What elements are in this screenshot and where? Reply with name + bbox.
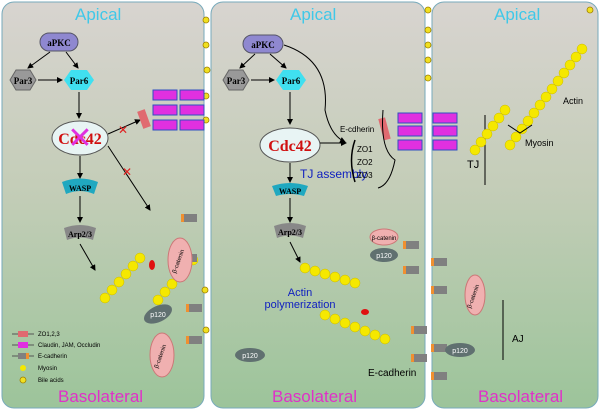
svg-text:Par3: Par3: [14, 76, 33, 86]
svg-text:Par6: Par6: [70, 76, 89, 86]
svg-text:β-catenin: β-catenin: [372, 236, 397, 242]
tj-assembly-label: TJ assembly: [300, 167, 367, 181]
svg-text:Actin: Actin: [563, 96, 583, 106]
svg-text:Actin: Actin: [288, 287, 312, 299]
p120: [143, 304, 173, 324]
claudin-icon: [12, 342, 34, 348]
apkc-node: [39, 32, 79, 52]
svg-text:E-cadherin: E-cadherin: [38, 354, 67, 360]
cell-panel-left: [1, 1, 205, 409]
svg-text:WASP: WASP: [69, 184, 91, 193]
svg-text:ZO1: ZO1: [357, 145, 373, 154]
p120: [370, 248, 398, 262]
middle-pathway: aPKC Par3 Par6 Cdc42 TJ assembly WASP Ar…: [222, 34, 458, 380]
svg-text:AJ: AJ: [512, 334, 524, 345]
wasp-node: [62, 178, 98, 194]
legend: ZO1,2,3 Claudin, JAM, Occludin E-cadheri…: [12, 331, 100, 384]
right-pathway: TJ Actin Myosin AJ β-catenin p120: [445, 43, 588, 360]
beta-catenin: [167, 237, 193, 283]
svg-text:Myosin: Myosin: [38, 366, 57, 372]
svg-text:E-cadherin: E-cadherin: [368, 368, 416, 379]
svg-text:p120: p120: [150, 312, 166, 319]
svg-text:Cdc42: Cdc42: [58, 131, 102, 148]
svg-text:✕: ✕: [118, 123, 128, 137]
p120: [235, 348, 265, 362]
svg-text:p120: p120: [376, 253, 392, 260]
svg-text:p120: p120: [452, 348, 468, 355]
beta-catenin: [464, 274, 486, 316]
apical-label: Apical: [494, 5, 540, 24]
myosin-motor: [361, 309, 369, 315]
svg-text:polymerization: polymerization: [265, 299, 336, 311]
zo-icon: [12, 331, 34, 337]
inhibited-icon: ✕: [67, 122, 92, 155]
par3-node: [222, 69, 250, 91]
bile-acid-icon: [19, 376, 27, 384]
svg-text:aPKC: aPKC: [47, 38, 71, 48]
arp-node: [274, 223, 306, 238]
svg-text:✕: ✕: [122, 165, 132, 179]
left-pathway: aPKC Par3 Par6 Cdc42 ✕ ✕ ✕ WASP Arp2/3 β…: [9, 32, 265, 378]
cell-panel-middle: [210, 1, 426, 409]
svg-text:Cdc42: Cdc42: [268, 138, 312, 155]
svg-text:Arp2/3: Arp2/3: [278, 228, 302, 237]
svg-text:Par6: Par6: [282, 76, 301, 86]
apical-label: Apical: [75, 5, 121, 24]
svg-text:WASP: WASP: [279, 187, 301, 196]
arp-node: [64, 225, 96, 240]
beta-catenin: [149, 332, 175, 378]
svg-text:Claudin, JAM, Occludin: Claudin, JAM, Occludin: [38, 343, 100, 349]
beta-catenin: [369, 228, 399, 246]
svg-text:Myosin: Myosin: [525, 138, 554, 148]
cdc42-node: [51, 120, 109, 156]
apkc-node: [242, 34, 284, 54]
par3-node: [9, 69, 37, 91]
actin-filament: [299, 262, 391, 345]
myosin-motor: [149, 260, 155, 270]
svg-text:E-cdherin: E-cdherin: [340, 125, 374, 134]
basolateral-label: Basolateral: [478, 387, 563, 406]
basolateral-label: Basolateral: [58, 387, 143, 406]
par6-node: [276, 70, 306, 90]
svg-text:ZO1,2,3: ZO1,2,3: [38, 332, 60, 338]
par6-node: [64, 70, 94, 90]
myosin-icon: [20, 365, 26, 371]
zo-protein: [378, 117, 391, 141]
p120: [445, 343, 475, 357]
zo-protein: [137, 109, 151, 129]
basolateral-label: Basolateral: [272, 387, 357, 406]
svg-text:Bile acids: Bile acids: [38, 378, 64, 384]
apical-label: Apical: [290, 5, 336, 24]
svg-text:aPKC: aPKC: [251, 40, 275, 50]
e-cadherin-icon: [12, 353, 34, 359]
wasp-node: [272, 183, 308, 196]
svg-text:TJ: TJ: [467, 159, 479, 171]
svg-text:Par3: Par3: [227, 76, 246, 86]
cdc42-node: [259, 127, 321, 163]
svg-text:p120: p120: [242, 353, 258, 360]
svg-text:Arp2/3: Arp2/3: [68, 230, 92, 239]
svg-text:ZO3: ZO3: [357, 171, 373, 180]
svg-text:ZO2: ZO2: [357, 158, 373, 167]
actin-filament: [469, 43, 588, 156]
